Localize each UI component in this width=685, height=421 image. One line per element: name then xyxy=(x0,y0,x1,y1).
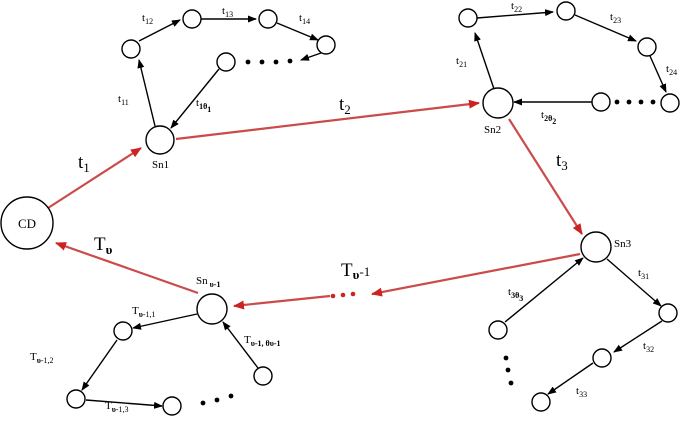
node-n23 xyxy=(637,37,657,57)
label-t12: t12 xyxy=(142,12,153,26)
label-t24: t24 xyxy=(666,63,677,77)
node-n3th xyxy=(488,320,508,340)
label-sn3: Sn3 xyxy=(614,238,632,250)
label-tv13: Tυ-1,3 xyxy=(105,400,129,414)
edge-n23-to-n24 xyxy=(649,55,667,93)
node-n21 xyxy=(458,8,478,28)
node-sn3 xyxy=(580,231,612,263)
node-n13 xyxy=(258,9,278,29)
label-t33: t33 xyxy=(576,385,587,399)
node-n14 xyxy=(316,35,336,55)
sn2-ellipsis xyxy=(614,99,656,105)
edge-dots-to-snv xyxy=(233,294,331,310)
edge-n22-to-n23 xyxy=(574,14,637,42)
label-t23: t23 xyxy=(610,11,621,25)
label-t1th: t1θ1 xyxy=(196,97,211,114)
edge-nv1-to-nv2 xyxy=(81,339,118,391)
edge-cd-to-sn1 xyxy=(47,147,142,209)
node-nv1 xyxy=(113,321,133,341)
node-sn1 xyxy=(145,125,175,155)
edge-n13-to-n14 xyxy=(276,22,319,41)
edge-n21-to-n22 xyxy=(476,9,554,19)
node-sn2 xyxy=(482,87,514,119)
label-t22: t22 xyxy=(511,0,522,14)
edge-snv-to-nv1 xyxy=(132,313,198,330)
red-ellipsis xyxy=(330,291,356,299)
node-nv2 xyxy=(66,389,86,409)
label-tvth: Tυ-1, θυ-1 xyxy=(244,334,281,348)
node-cd xyxy=(0,196,54,250)
label-t14: t14 xyxy=(299,12,310,26)
edge-n14-to-dots xyxy=(300,52,322,61)
edge-nv2-to-nv3 xyxy=(85,399,163,409)
edge-sn3-to-dots xyxy=(371,252,581,297)
edge-sn1-to-n11 xyxy=(137,59,156,127)
node-n11 xyxy=(121,39,141,59)
node-n31 xyxy=(658,303,678,323)
label-t31: t31 xyxy=(638,267,649,281)
label-t32: t32 xyxy=(643,340,654,354)
node-n32 xyxy=(592,348,612,368)
node-n1th xyxy=(216,52,236,72)
node-snv xyxy=(196,293,228,325)
label-tv-1: Tυ-1 xyxy=(341,260,370,282)
label-t2th: t2θ2 xyxy=(541,109,556,126)
label-tv: Tυ xyxy=(94,234,113,257)
node-n33 xyxy=(531,392,551,412)
node-n24 xyxy=(660,93,680,113)
edge-sn2-to-sn3 xyxy=(508,118,583,235)
label-t2: t2 xyxy=(339,94,351,117)
label-t13: t13 xyxy=(222,5,233,19)
node-n2th xyxy=(591,92,611,112)
node-nvth xyxy=(253,366,273,386)
label-sn1: Sn1 xyxy=(152,159,169,171)
label-t3th: t3θ3 xyxy=(508,286,523,303)
label-tv12: Tυ-1,2 xyxy=(30,351,54,365)
label-t21: t21 xyxy=(456,55,467,69)
label-t1: t1 xyxy=(78,152,90,175)
sn1-ellipsis xyxy=(245,58,293,65)
edge-n11-to-n12 xyxy=(138,19,181,42)
node-n12 xyxy=(182,9,202,29)
edge-n31-to-n32 xyxy=(613,320,663,353)
edge-nvth-to-snv xyxy=(222,321,259,369)
edge-sn2-to-n21 xyxy=(474,32,495,90)
edge-sn3-to-n31 xyxy=(606,258,662,307)
edge-n3th-to-sn3 xyxy=(504,257,584,323)
edge-n32-to-n33 xyxy=(547,362,594,395)
label-sn2: Sn2 xyxy=(484,124,501,136)
label-tv11: Tυ-1,1 xyxy=(132,305,156,319)
edge-sn1-to-sn2 xyxy=(175,99,480,141)
snv-ellipsis xyxy=(200,393,234,406)
label-cd: CD xyxy=(18,216,36,231)
sn3-ellipsis xyxy=(503,355,514,386)
node-nv3 xyxy=(162,396,182,416)
label-t11: t11 xyxy=(118,93,129,107)
edge-snv-to-cd xyxy=(55,241,199,295)
label-t3: t3 xyxy=(556,150,568,173)
node-n22 xyxy=(556,1,576,21)
edge-n1th-to-sn1 xyxy=(170,68,220,129)
